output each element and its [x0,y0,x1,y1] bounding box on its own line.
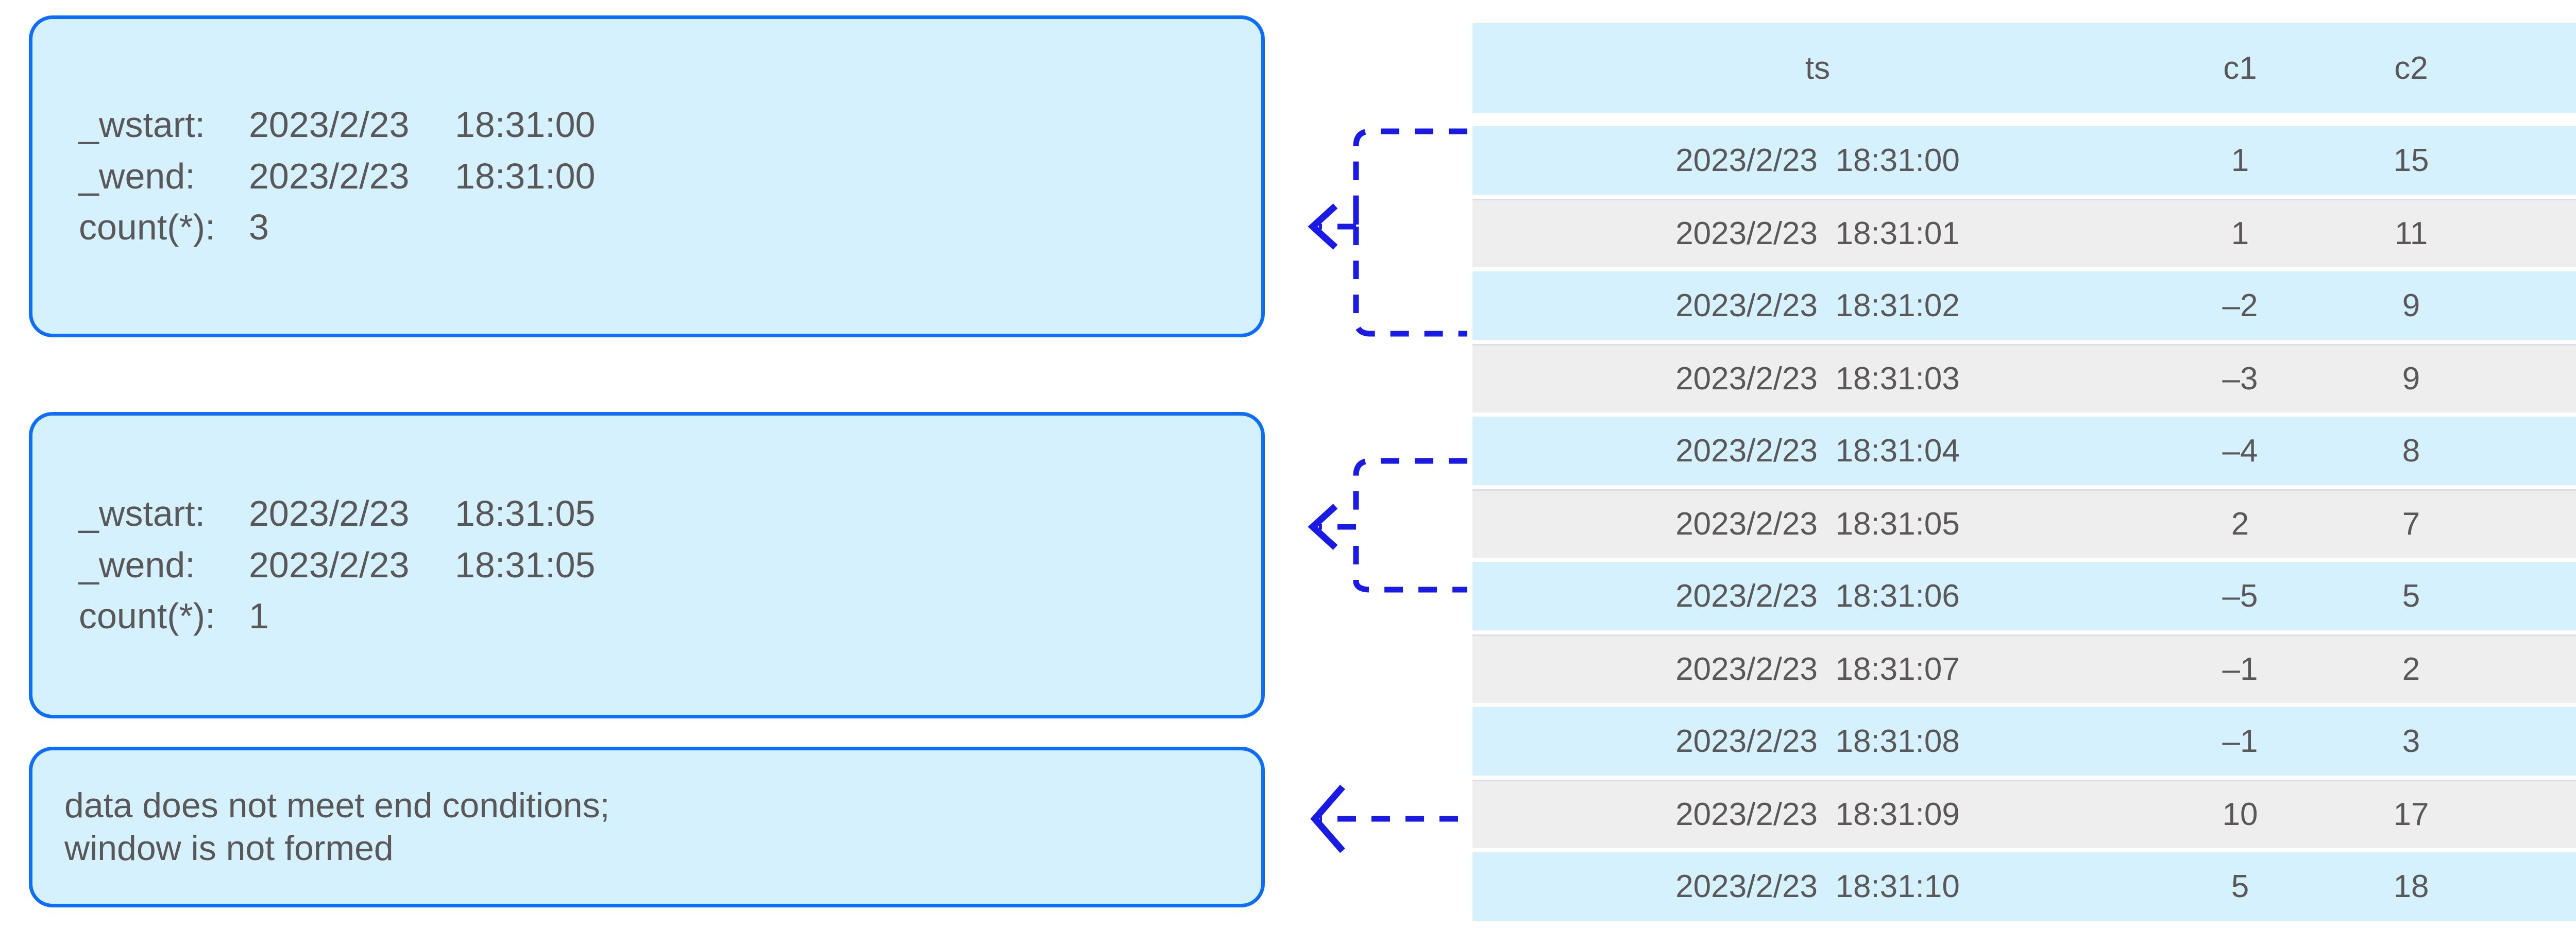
count-label: count(*): [79,207,215,248]
callout-window-1: _wstart: 2023/2/23 18:31:00 _wend: 2023/… [29,15,1265,337]
table-header-row: ts c1 c2 [1472,23,2576,113]
callout-row-wend: _wend: 2023/2/23 18:31:00 [32,158,1261,195]
cell-c1: 5 [2231,868,2249,904]
wstart-label: _wstart: [79,105,206,145]
count-value: 1 [249,596,269,637]
cell-ts: 2023/2/23 18:31:07 [1675,651,1960,687]
bracket-connector-row-6 [1308,458,1467,593]
cell-c1: –4 [2222,433,2258,469]
wstart-label: _wstart: [79,493,206,534]
table-row[interactable]: 2023/2/23 18:31:08 –1 3 [1472,707,2576,776]
column-header-c1: c1 [2223,50,2257,86]
table-row[interactable]: 2023/2/23 18:31:05 2 7 [1472,489,2576,558]
callout-row-wend: _wend: 2023/2/23 18:31:05 [32,544,1261,585]
table-row[interactable]: 2023/2/23 18:31:02 –2 9 [1472,271,2576,340]
column-header-c2: c2 [2394,50,2428,86]
callout-row-wstart: _wstart: 2023/2/23 18:31:05 [32,495,1261,532]
cell-c1: –2 [2222,287,2258,323]
cell-c2: 8 [2402,433,2420,469]
table-row[interactable]: 2023/2/23 18:31:04 –4 8 [1472,417,2576,485]
cell-ts: 2023/2/23 18:31:10 [1675,868,1960,904]
wstart-date: 2023/2/23 [249,105,410,145]
table-row[interactable]: 2023/2/23 18:31:06 –5 5 [1472,562,2576,630]
table-row[interactable]: 2023/2/23 18:31:03 –3 9 [1472,344,2576,413]
cell-c1: –1 [2222,651,2258,687]
wend-label: _wend: [79,544,195,585]
cell-c1: 1 [2231,142,2249,178]
message-line-1: data does not meet end conditions; [64,786,610,826]
arrowhead-icon [1310,784,1345,853]
cell-ts: 2023/2/23 18:31:08 [1675,723,1960,759]
cell-c2: 3 [2402,723,2420,759]
cell-c2: 15 [2393,142,2429,178]
wend-time: 18:31:00 [455,156,596,196]
cell-ts: 2023/2/23 18:31:05 [1675,506,1960,542]
count-label: count(*): [79,596,215,637]
cell-ts: 2023/2/23 18:31:00 [1675,142,1960,178]
cell-c2: 9 [2402,287,2420,323]
cell-ts: 2023/2/23 18:31:04 [1675,433,1960,469]
cell-ts: 2023/2/23 18:31:06 [1675,578,1960,614]
callout-row-wstart: _wstart: 2023/2/23 18:31:00 [32,105,1261,145]
wstart-date: 2023/2/23 [249,493,410,534]
count-value: 3 [249,207,269,248]
cell-c2: 7 [2402,506,2420,542]
column-header-ts: ts [1805,50,1831,86]
wend-label: _wend: [79,156,195,196]
callout-window-2: _wstart: 2023/2/23 18:31:05 _wend: 2023/… [29,412,1265,718]
wstart-time: 18:31:00 [455,105,596,145]
bracket-connector-rows-1-3 [1308,128,1467,337]
callout-row-count: count(*): 3 [32,209,1261,246]
table-row[interactable]: 2023/2/23 18:31:07 –1 2 [1472,634,2576,703]
wstart-time: 18:31:05 [455,493,596,534]
cell-c2: 11 [2394,216,2428,251]
callout-no-window-message: data does not meet end conditions; windo… [29,747,1265,907]
cell-c2: 9 [2402,361,2420,397]
arrowhead-icon [1308,203,1338,250]
callout-row-count: count(*): 1 [32,596,1261,637]
cell-c2: 2 [2402,651,2420,687]
arrowhead-icon [1308,504,1338,550]
cell-ts: 2023/2/23 18:31:09 [1675,797,1960,832]
cell-c1: –1 [2222,723,2258,759]
cell-c1: 10 [2222,797,2258,832]
cell-c2: 18 [2393,868,2429,904]
cell-c2: 5 [2402,578,2420,614]
cell-ts: 2023/2/23 18:31:03 [1675,361,1960,397]
wend-date: 2023/2/23 [249,544,410,585]
wend-time: 18:31:05 [455,544,596,585]
cell-ts: 2023/2/23 18:31:01 [1675,216,1960,251]
cell-c1: –5 [2222,578,2258,614]
wend-date: 2023/2/23 [249,156,410,196]
cell-c1: 1 [2231,216,2249,251]
cell-c1: –3 [2222,361,2258,397]
table-row[interactable]: 2023/2/23 18:31:09 10 17 [1472,780,2576,848]
cell-c2: 17 [2393,797,2429,832]
table-row[interactable]: 2023/2/23 18:31:10 5 18 [1472,852,2576,921]
cell-ts: 2023/2/23 18:31:02 [1675,287,1960,323]
message-line-2: window is not formed [64,829,394,868]
cell-c1: 2 [2231,506,2249,542]
table-row[interactable]: 2023/2/23 18:31:00 1 15 [1472,126,2576,195]
straight-connector-row-10 [1310,784,1458,853]
